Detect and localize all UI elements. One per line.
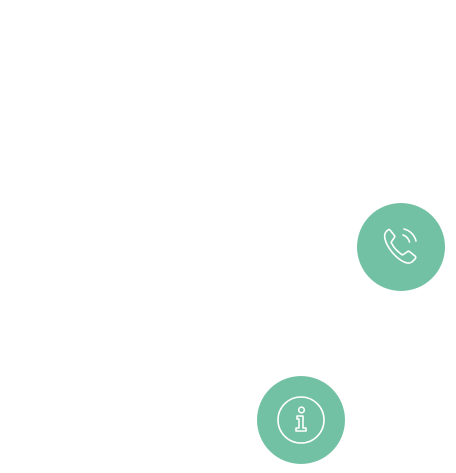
info-icon bbox=[273, 392, 329, 448]
phone-call-icon bbox=[373, 219, 429, 275]
call-button[interactable] bbox=[357, 203, 445, 291]
info-button[interactable] bbox=[257, 376, 345, 464]
